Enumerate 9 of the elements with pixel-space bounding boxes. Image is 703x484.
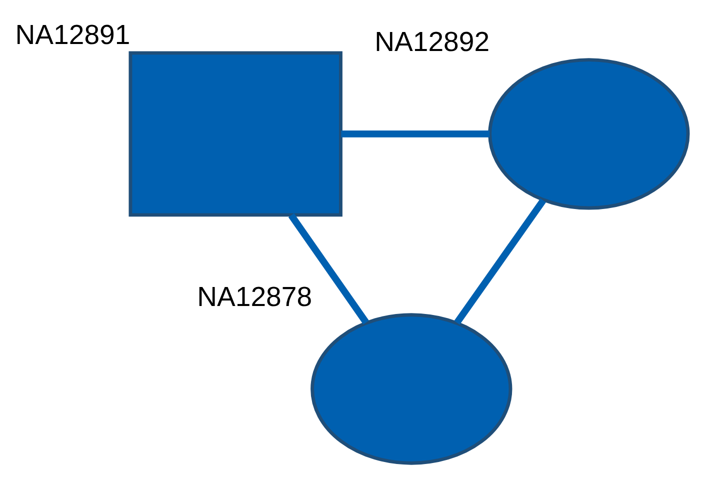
node-label: NA12878 <box>197 280 312 312</box>
connector <box>341 130 490 137</box>
connector <box>288 212 369 324</box>
node-label: NA12891 <box>15 18 130 50</box>
node-ellipse <box>310 312 512 464</box>
connector <box>454 198 546 324</box>
node-box <box>128 50 342 216</box>
node-ellipse <box>488 58 690 210</box>
node-label: NA12892 <box>374 25 490 56</box>
